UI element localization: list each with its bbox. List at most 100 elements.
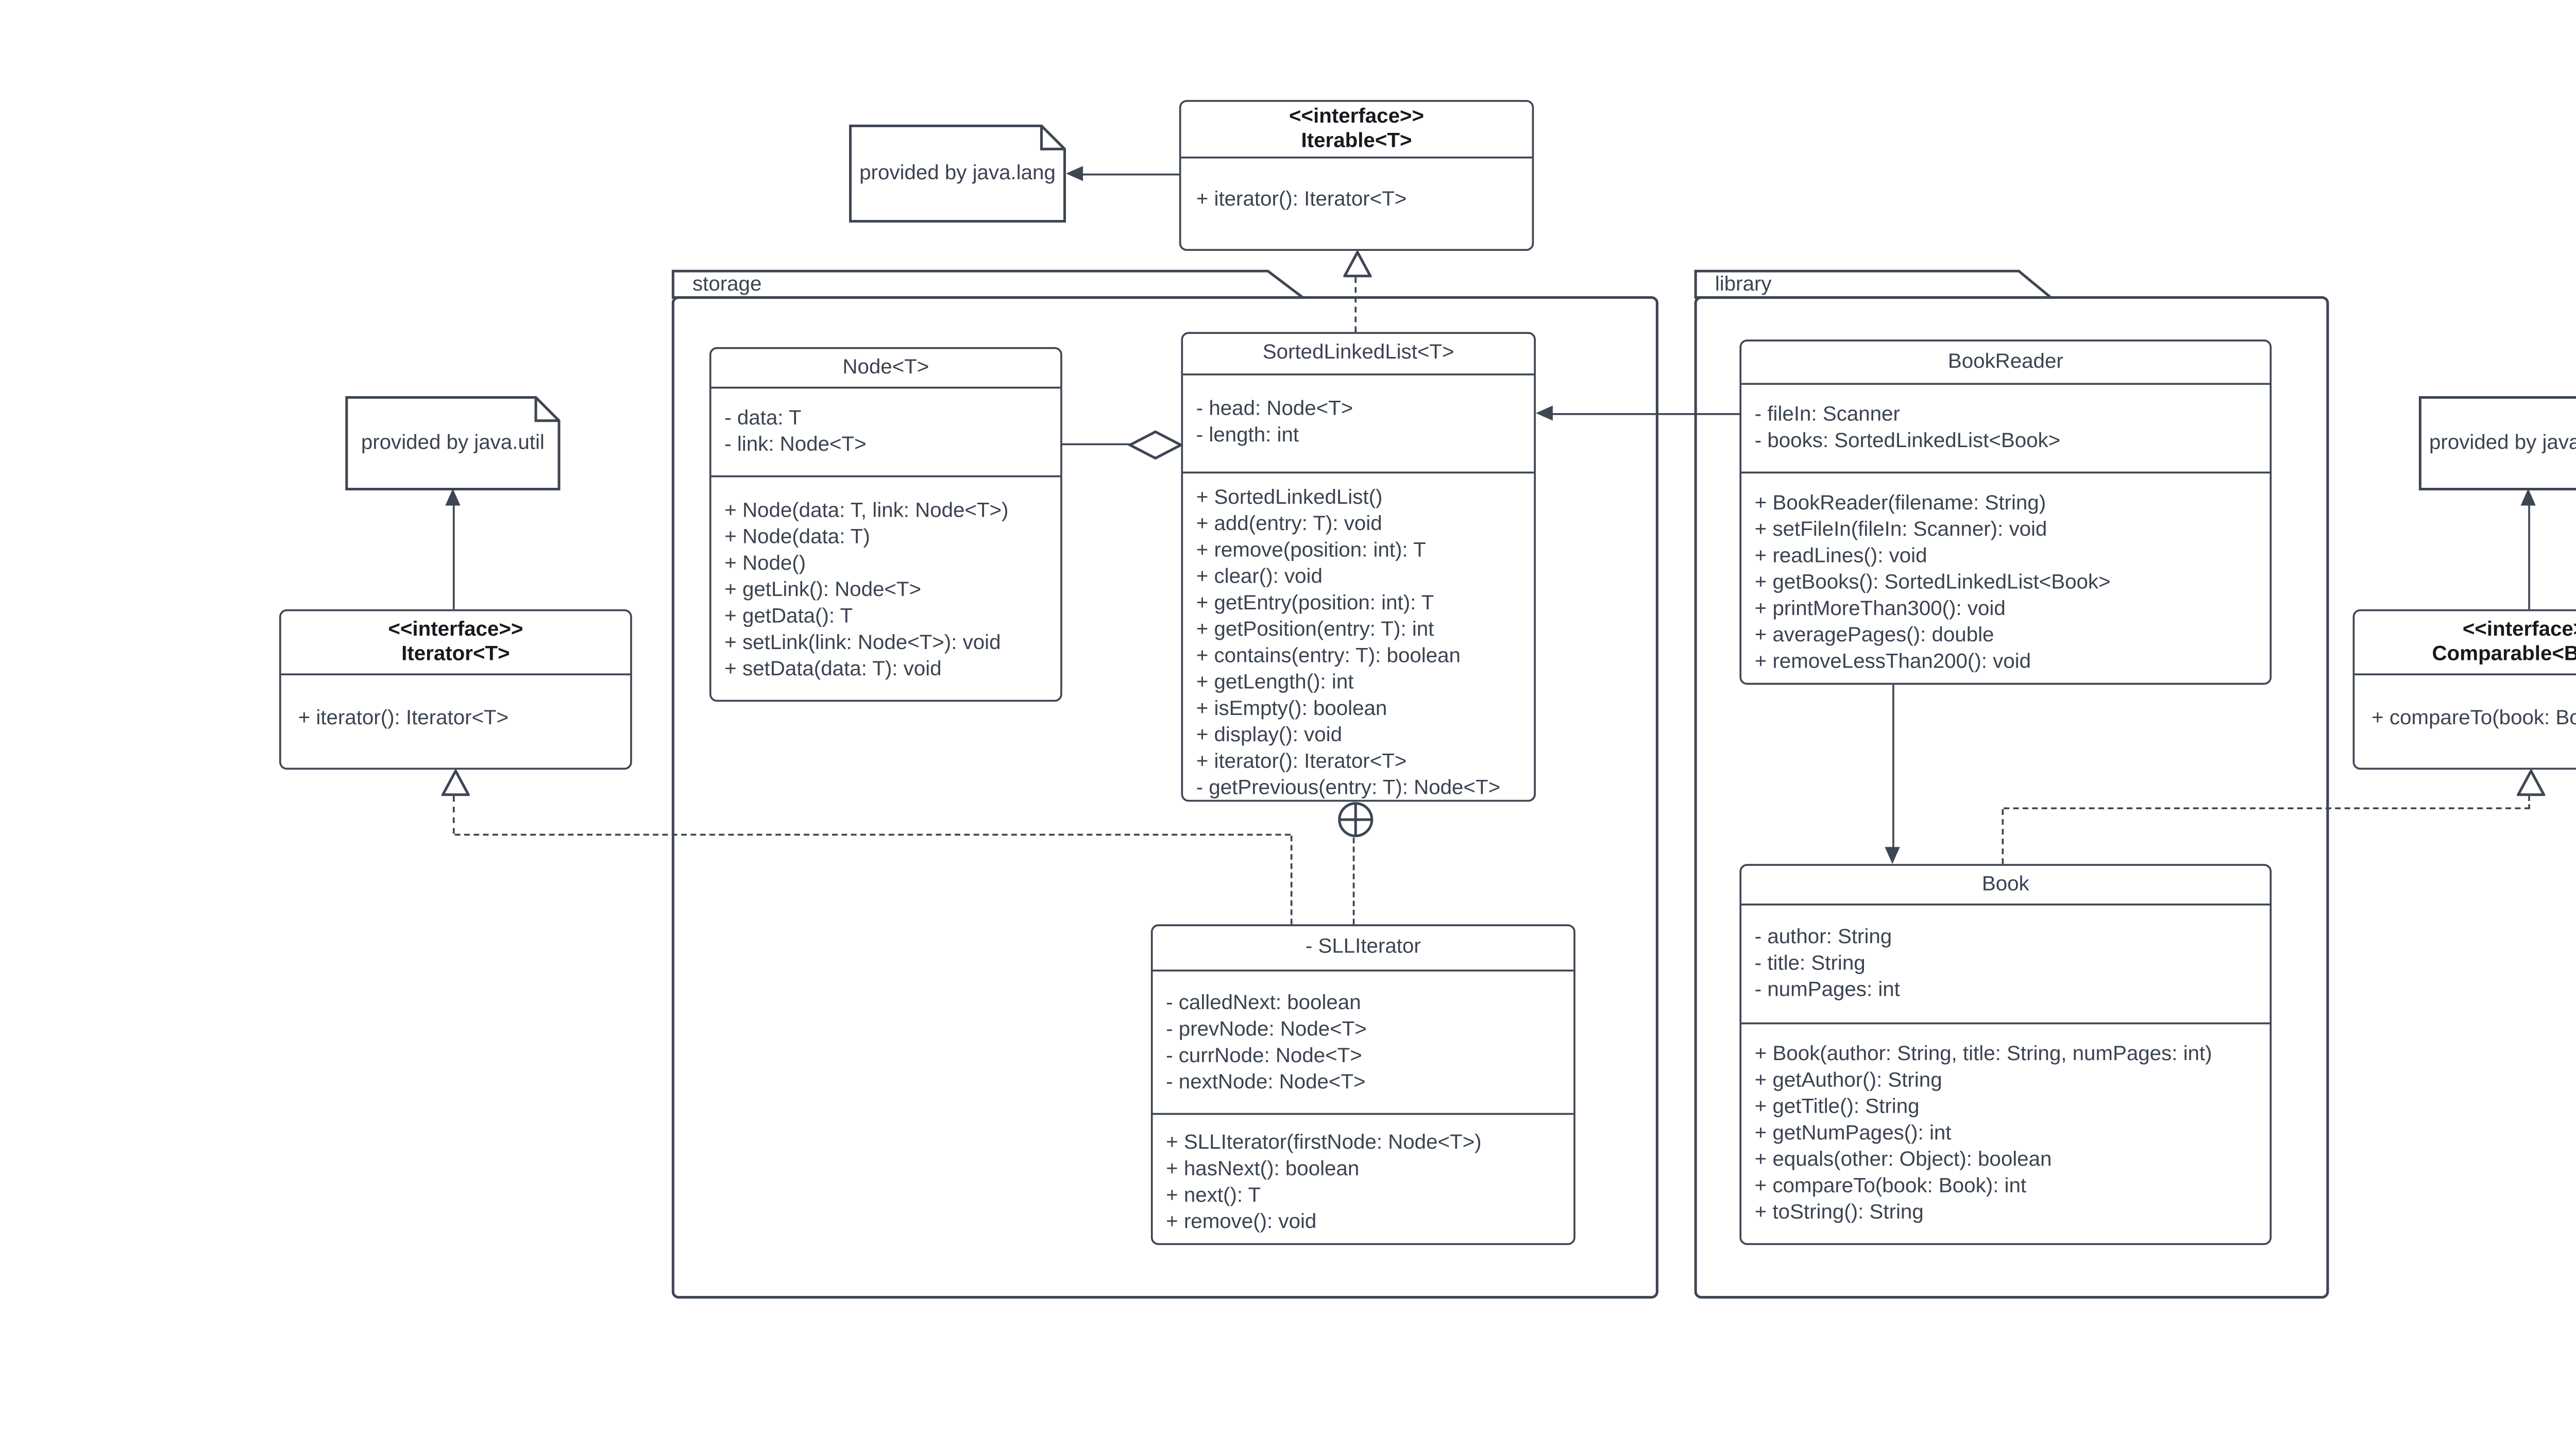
method-line: + readLines(): void <box>1754 545 1927 568</box>
book-attributes: - author: String - title: String - numPage… <box>1741 906 2270 1025</box>
attribute-line: - link: Node<T> <box>724 434 867 457</box>
node-methods: + Node(data: T, link: Node<T>) + Node(dat… <box>711 478 1060 683</box>
sortedlinkedlist-attributes: - head: Node<T> - length: int <box>1183 376 1534 474</box>
arrowhead-note-util-icon <box>445 488 460 506</box>
attribute-line: - author: String <box>1754 926 1892 949</box>
package-library-label: library <box>1715 274 1772 296</box>
class-box-comparable: <<interface>> Comparable<Book> + compare… <box>2352 609 2576 770</box>
method-line: + getData(): T <box>724 605 853 628</box>
method-line: + contains(entry: T): boolean <box>1196 645 1461 668</box>
method-line: + add(entry: T): void <box>1196 513 1382 536</box>
attribute-line: - length: int <box>1196 424 1299 447</box>
method-line: + compareTo(book: Book): int <box>2371 707 2576 730</box>
edge-bookreader-sortedlinkedlist <box>1551 414 1740 416</box>
iterable-name: Iterable<T> <box>1301 130 1412 153</box>
method-line: + Node(data: T) <box>724 526 870 549</box>
book-methods: + Book(author: String, title: String, nu… <box>1741 1025 2269 1226</box>
iterable-methods: + iterator(): Iterator<T> <box>1181 159 1532 213</box>
note-java-util-text: provided by java.util <box>361 432 545 455</box>
edge-slliterator-iterator-seg3 <box>1290 836 1292 925</box>
method-line: + remove(): void <box>1166 1211 1317 1234</box>
method-line: + display(): void <box>1196 724 1343 747</box>
note-java-util: provided by java.util <box>345 396 561 491</box>
realization-triangle-comparable-icon <box>2516 769 2545 795</box>
arrowhead-book-icon <box>1885 847 1901 864</box>
edge-comparable-to-note <box>2527 500 2530 609</box>
class-box-iterable: <<interface>> Iterable<T> + iterator(): … <box>1179 100 1534 251</box>
method-line: + printMoreThan300(): void <box>1754 598 2006 621</box>
note-java-lang-right: provided by java.lang <box>2418 396 2576 491</box>
edge-book-comparable-seg2 <box>2004 808 2530 810</box>
attribute-line: - nextNode: Node<T> <box>1166 1071 1366 1095</box>
method-line: + setData(data: T): void <box>724 658 942 681</box>
method-line: + getNumPages(): int <box>1754 1122 1952 1145</box>
attribute-line: - fileIn: Scanner <box>1754 403 1900 427</box>
bookreader-methods: + BookReader(filename: String)+ setFileI… <box>1741 473 2269 675</box>
method-line: + iterator(): Iterator<T> <box>1196 189 1407 212</box>
edge-sortedlinkedlist-iterable <box>1355 276 1358 332</box>
method-line: + getTitle(): String <box>1754 1096 1920 1119</box>
method-line: + getLength(): int <box>1196 671 1354 694</box>
aggregation-diamond-icon <box>1128 430 1183 460</box>
attribute-line: - numPages: int <box>1754 979 1900 1002</box>
class-box-iterator: <<interface>> Iterator<T> + iterator(): … <box>279 609 632 770</box>
realization-triangle-iterator-icon <box>440 769 469 795</box>
method-line: + getAuthor(): String <box>1754 1069 1942 1093</box>
arrowhead-note-lang-right-icon <box>2520 488 2535 506</box>
attribute-line: - head: Node<T> <box>1196 398 1353 421</box>
attribute-line: - title: String <box>1754 952 1866 976</box>
bookreader-name: BookReader <box>1741 342 2270 385</box>
attribute-line: - data: T <box>724 407 802 430</box>
method-line: + hasNext(): boolean <box>1166 1158 1360 1181</box>
method-line: + BookReader(filename: String) <box>1754 492 2046 515</box>
edge-containment-slliterator <box>1353 837 1355 925</box>
method-line: + Book(author: String, title: String, nu… <box>1754 1043 2212 1066</box>
method-line: + averagePages(): double <box>1754 624 1994 647</box>
method-line: + iterator(): Iterator<T> <box>1196 751 1407 774</box>
class-box-sortedlinkedlist: SortedLinkedList<T> - head: Node<T>- len… <box>1181 332 1536 802</box>
class-box-node: Node<T> - data: T - link: Node<T> + Node(… <box>709 347 1062 702</box>
method-line: + equals(other: Object): boolean <box>1754 1149 2052 1172</box>
class-box-book: Book - author: String - title: String - nu… <box>1739 864 2272 1245</box>
method-line: + next(): T <box>1166 1184 1261 1207</box>
edge-node-sortedlinkedlist <box>1062 444 1130 446</box>
slliterator-methods: + SLLIterator(firstNode: Node<T>) + hasNe… <box>1153 1115 1574 1235</box>
method-line: + clear(): void <box>1196 566 1323 589</box>
class-box-bookreader: BookReader - fileIn: Scanner- books: Sor… <box>1739 339 2272 685</box>
method-line: + SLLIterator(firstNode: Node<T>) <box>1166 1132 1482 1155</box>
method-line: + getEntry(position: int): T <box>1196 592 1434 615</box>
note-java-lang-right-text: provided by java.lang <box>2429 432 2576 455</box>
comparable-stereotype: <<interface>> <box>2462 619 2576 642</box>
method-line: + compareTo(book: Book): int <box>1754 1175 2027 1198</box>
iterable-stereotype: <<interface>> <box>1289 106 1425 129</box>
attribute-line: - prevNode: Node<T> <box>1166 1018 1367 1042</box>
edge-book-comparable-seg1 <box>2529 795 2531 809</box>
iterator-stereotype: <<interface>> <box>388 619 523 642</box>
method-line: + getLink(): Node<T> <box>724 579 922 602</box>
edge-iterable-to-note <box>1081 174 1179 176</box>
method-line: + iterator(): Iterator<T> <box>298 707 509 730</box>
iterator-methods: + iterator(): Iterator<T> <box>281 675 630 732</box>
arrowhead-note-top-icon <box>1066 166 1083 181</box>
book-name: Book <box>1741 866 2270 906</box>
method-line: + SortedLinkedList() <box>1196 486 1383 509</box>
method-line: - getPrevious(entry: T): Node<T> <box>1196 777 1501 800</box>
package-storage-label: storage <box>692 274 762 296</box>
realization-triangle-iterable-icon <box>1343 250 1372 277</box>
comparable-methods: + compareTo(book: Book): int <box>2354 675 2576 732</box>
method-line: + setLink(link: Node<T>): void <box>724 632 1001 655</box>
attribute-line: - currNode: Node<T> <box>1166 1045 1362 1068</box>
edge-bookreader-book <box>1893 685 1895 849</box>
method-line: + remove(position: int): T <box>1196 539 1426 562</box>
method-line: + removeLessThan200(): void <box>1754 651 2031 674</box>
node-name: Node<T> <box>711 349 1061 389</box>
edge-iterator-to-note <box>452 500 454 609</box>
arrowhead-sortedlinkedlist-icon <box>1535 405 1553 421</box>
method-line: + getPosition(entry: T): int <box>1196 619 1434 642</box>
attribute-line: - calledNext: boolean <box>1166 992 1361 1015</box>
method-line: + Node(data: T, link: Node<T>) <box>724 500 1009 523</box>
note-java-lang-top: provided by java.lang <box>849 124 1066 223</box>
edge-slliterator-iterator-seg2 <box>454 833 1291 835</box>
method-line: + isEmpty(): boolean <box>1196 697 1387 721</box>
slliterator-name: - SLLIterator <box>1153 926 1574 971</box>
